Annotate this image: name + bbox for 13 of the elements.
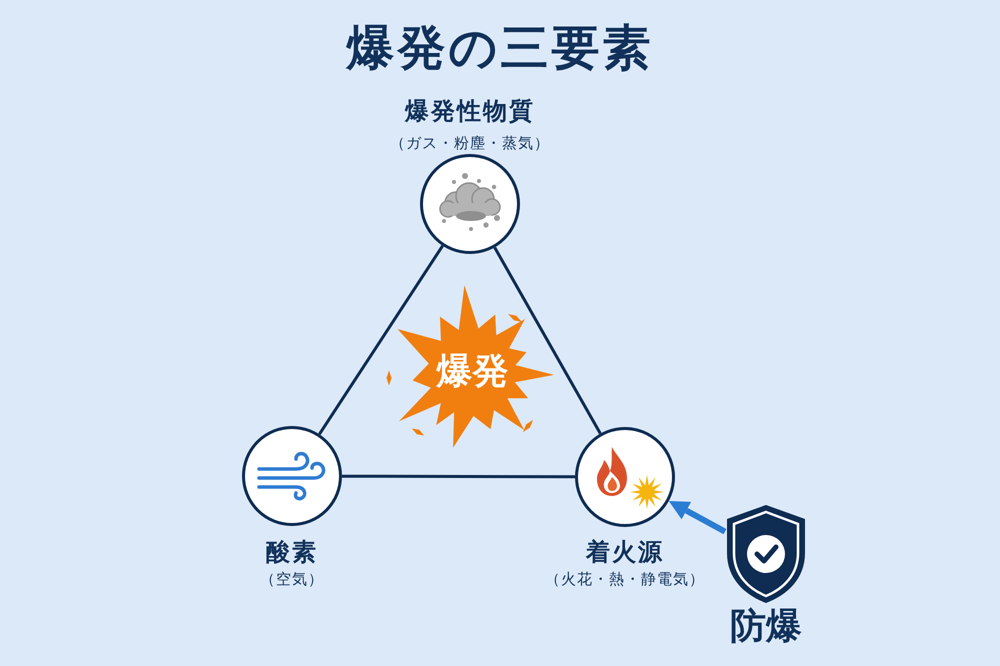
node-label: 防爆 (730, 605, 802, 649)
connector-line (493, 246, 602, 434)
arrow (668, 501, 726, 534)
node-heading: 酸素 (266, 537, 318, 567)
connector-line (342, 474, 575, 478)
connector-line (318, 244, 444, 436)
node-subtitle: （火花・熱・静電気） (545, 569, 705, 589)
title: 爆発の三要素 (346, 19, 654, 78)
node-subtitle: （ガス・粉塵・蒸気） (390, 133, 550, 153)
burst-label: 爆発 (436, 352, 508, 392)
node-heading: 着火源 (586, 537, 664, 567)
node-heading: 爆発性物質 (405, 96, 535, 126)
node-subtitle: （空気） (260, 569, 324, 589)
